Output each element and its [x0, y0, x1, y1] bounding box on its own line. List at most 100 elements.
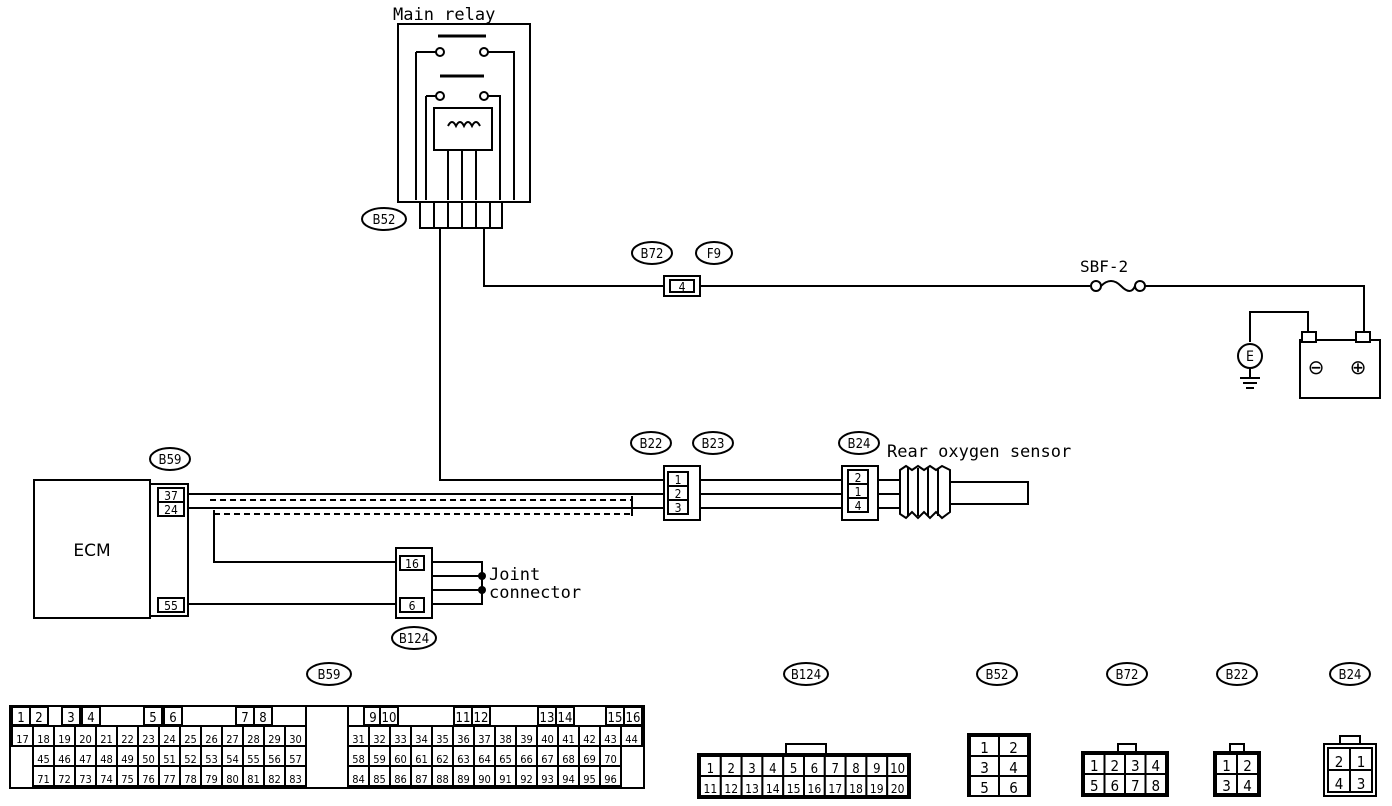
ecm-label: ECM [73, 541, 110, 561]
connector-b124-label: B124 [399, 632, 429, 647]
pin-number: 10 [890, 762, 905, 777]
pin-number: 12 [474, 711, 489, 726]
pin-number: 32 [373, 733, 386, 746]
rear-oxygen-sensor: Rear oxygen sensor [878, 442, 1071, 520]
wire-relay-to-sensor [439, 228, 664, 481]
connector-b22-b23: B22 B23 1 2 3 [630, 431, 734, 521]
pin-number: 1 [1222, 757, 1231, 775]
b59-center-key [305, 705, 349, 789]
pin-number: 28 [247, 733, 260, 746]
pin-number: 44 [625, 733, 638, 746]
pin-number: 86 [394, 773, 407, 786]
b22-pin-1: 1 [675, 473, 682, 487]
pin-number: 2 [727, 762, 734, 777]
pin-number: 71 [37, 773, 50, 786]
pin-number: 11 [456, 711, 471, 726]
pin-number: 92 [520, 773, 533, 786]
pin-number: 35 [436, 733, 449, 746]
wire-shield-ground [213, 510, 400, 563]
pin-number: 3 [1222, 777, 1231, 795]
pin-number: 29 [268, 733, 281, 746]
pin-number: 7 [1131, 777, 1140, 795]
pin-number: 91 [499, 773, 512, 786]
pin-number: 5 [980, 779, 989, 797]
pin-number: 25 [184, 733, 197, 746]
pin-number: 8 [259, 711, 266, 726]
pin-number: 41 [562, 733, 575, 746]
view-b59-title: B59 [318, 668, 341, 683]
pin-number: 64 [478, 753, 491, 766]
pin-number: 18 [849, 782, 863, 796]
pin-number: 3 [980, 759, 989, 777]
connector-b24: B24 2 1 4 [838, 431, 880, 521]
pin-number: 7 [831, 762, 838, 777]
pin-number: 11 [704, 782, 718, 796]
pin-number: 43 [604, 733, 617, 746]
pin-number: 2 [1243, 757, 1252, 775]
pin-number: 1 [1090, 757, 1099, 775]
wire-relay-to-battery [483, 228, 664, 287]
pin-number: 27 [226, 733, 239, 746]
pin-number: 13 [540, 711, 555, 726]
joint-label-1: Joint [489, 565, 540, 585]
pin-number: 4 [87, 711, 94, 726]
pin-number: 4 [1335, 775, 1344, 793]
pin-number: 17 [828, 782, 842, 796]
pin-number: 21 [100, 733, 113, 746]
pin-number: 58 [352, 753, 365, 766]
pin-cell [620, 725, 643, 747]
ground-symbol: E [1246, 349, 1254, 365]
pin-number: 22 [121, 733, 134, 746]
pin-number: 5 [790, 762, 797, 777]
pin-number: 83 [289, 773, 302, 786]
pin-cell [998, 775, 1029, 797]
pin-number: 9 [873, 762, 880, 777]
battery: ⊖ ⊕ [1249, 311, 1381, 399]
pin-number: 52 [184, 753, 197, 766]
view-b52-title: B52 [986, 668, 1009, 683]
pin-number: 60 [394, 753, 407, 766]
pin-number: 10 [382, 711, 397, 726]
pin-number: 56 [268, 753, 281, 766]
pin-number: 15 [608, 711, 623, 726]
pin-cell [599, 765, 622, 787]
pin-number: 6 [1009, 779, 1018, 797]
b72-pin-label: 4 [679, 280, 686, 294]
pin-number: 4 [769, 762, 776, 777]
pin-number: 6 [169, 711, 176, 726]
pin-number: 36 [457, 733, 470, 746]
pin-number: 6 [1110, 777, 1119, 795]
pin-number: 12 [724, 782, 738, 796]
connector-b124-badge: B124 [391, 626, 437, 650]
pin-number: 75 [121, 773, 134, 786]
pin-number: 42 [583, 733, 596, 746]
pin-number: 78 [184, 773, 197, 786]
pin-number: 90 [478, 773, 491, 786]
ecm-pin-37: 37 [164, 489, 178, 503]
pin-number: 53 [205, 753, 218, 766]
joint-pin-6: 6 [409, 599, 416, 613]
pin-number: 63 [457, 753, 470, 766]
pin-number: 17 [16, 733, 29, 746]
pin-number: 14 [558, 711, 573, 726]
pin-number: 54 [226, 753, 239, 766]
pin-number: 23 [142, 733, 155, 746]
pin-cell [1236, 773, 1259, 795]
pin-number: 96 [604, 773, 617, 786]
pin-number: 88 [436, 773, 449, 786]
pin-cell [1144, 773, 1167, 795]
pin-number: 66 [520, 753, 533, 766]
pin-number: 13 [745, 782, 759, 796]
pin-number: 93 [541, 773, 554, 786]
pin-number: 5 [1090, 777, 1099, 795]
pin-number: 3 [748, 762, 755, 777]
